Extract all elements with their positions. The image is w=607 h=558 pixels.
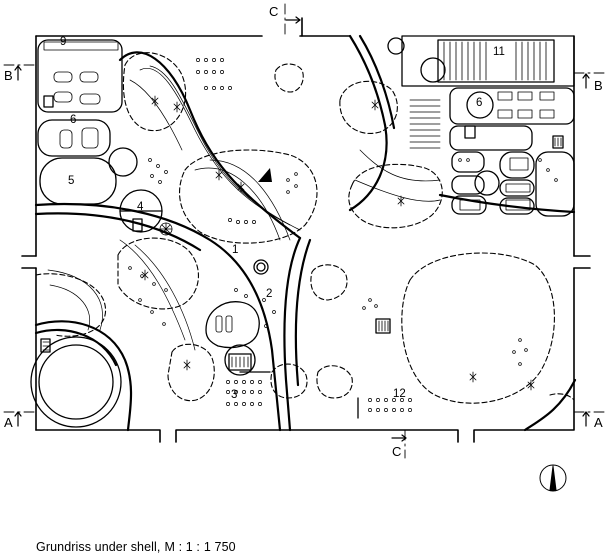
plant-ring xyxy=(159,222,173,236)
zone-label-11: 11 xyxy=(493,46,505,58)
floor-plan: B B A A C C 1 2 3 4 5 6 6 9 11 12 xyxy=(3,3,605,492)
caption-title: Grundriss under shell, xyxy=(36,540,161,554)
furniture xyxy=(43,41,555,333)
plan-caption: Grundriss under shell,M : 1 :1 750 xyxy=(36,540,236,554)
section-cut-lines xyxy=(3,3,605,459)
rooms xyxy=(30,35,575,428)
zone-label-12: 12 xyxy=(393,388,406,400)
shell-edges xyxy=(34,34,577,432)
zone-label-5: 5 xyxy=(68,175,74,187)
zone-label-3: 3 xyxy=(231,389,237,401)
contour-lines xyxy=(47,65,441,351)
chairs xyxy=(128,58,558,412)
stair-icons xyxy=(42,137,562,368)
section-mark-c-bottom: C xyxy=(392,444,401,459)
zone-label-1: 1 xyxy=(232,244,238,256)
caption-scale-prefix: M : 1 : xyxy=(164,540,200,554)
north-arrow-icon xyxy=(539,464,567,492)
outer-walls xyxy=(21,17,591,443)
zone-label-4: 4 xyxy=(137,201,144,213)
entry-arrow-icon xyxy=(258,168,272,182)
section-mark-b-right: B xyxy=(594,78,603,93)
zone-label-2: 2 xyxy=(266,288,272,300)
plant-symbols xyxy=(141,95,535,391)
zone-label-9: 9 xyxy=(60,36,66,48)
section-arrows xyxy=(14,16,590,442)
section-mark-c-top: C xyxy=(269,4,278,19)
caption-scale-value: 1 750 xyxy=(203,540,236,554)
section-mark-a-right: A xyxy=(594,415,603,430)
section-mark-a-left: A xyxy=(4,415,13,430)
zone-label-6-right: 6 xyxy=(476,97,482,109)
zone-label-6-left: 6 xyxy=(70,114,76,126)
dashed-openings xyxy=(35,52,575,404)
section-mark-b-left: B xyxy=(4,68,13,83)
